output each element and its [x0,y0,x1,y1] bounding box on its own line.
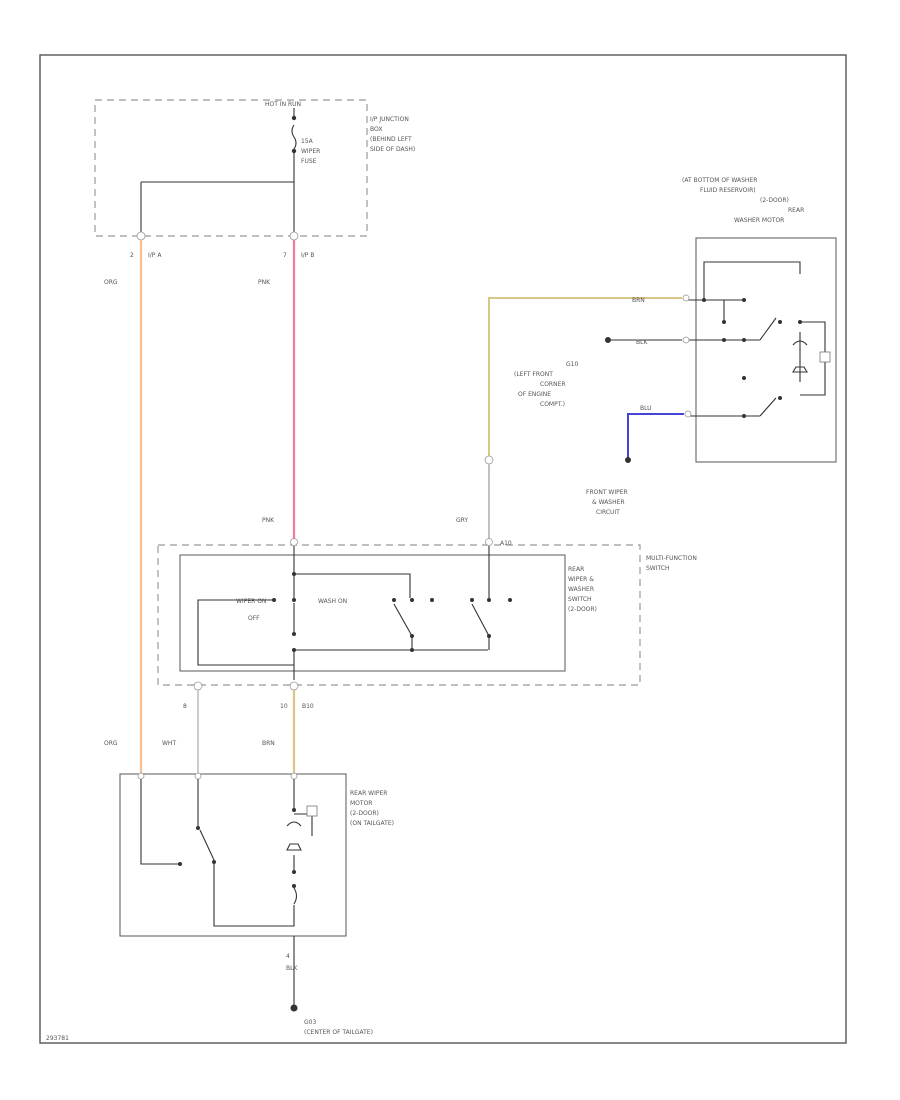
washer-motor-box [695,237,837,463]
rear-wiper-motor-label: REAR WIPER MOTOR (2-DOOR) (ON TAILGATE) [350,790,394,827]
wiper-fuse-label: 15A WIPER FUSE [301,138,320,165]
motor-conn-1 [137,772,145,780]
ip-junction-box-label: I/P JUNCTION BOX (BEHIND LEFT SIDE OF DA… [370,116,415,153]
rear-wiper-switch-label: REAR WIPER & WASHER SWITCH (2-DOOR) [568,566,597,613]
svg-text:(ON TAILGATE): (ON TAILGATE) [350,820,394,827]
svg-text:(2-DOOR): (2-DOOR) [568,606,597,613]
brn-wire-washer-label: BRN [632,297,645,304]
svg-text:(BEHIND LEFT: (BEHIND LEFT [370,136,412,143]
svg-text:REAR: REAR [788,207,804,214]
blu-wire-label: BLU [640,405,652,412]
blk-wire-washer-label: BLK [636,339,648,346]
diagram-frame [39,54,847,1044]
switch-pin-10-label: 10 [280,703,288,710]
front-wiper-circuit-arrow [625,457,631,463]
g10-ground-label: G10 (LEFT FRONT CORNER OF ENGINE COMPT.) [514,361,578,408]
switch-pin-b10-label: B10 [302,703,314,710]
rear-wiper-switch-box [179,554,566,672]
svg-text:COMPT.): COMPT.) [540,401,565,408]
svg-text:MULTI-FUNCTION: MULTI-FUNCTION [646,555,697,562]
ip-junction-box-outline [94,99,368,237]
multifunction-switch-label: MULTI-FUNCTION SWITCH [646,555,697,572]
svg-text:REAR: REAR [568,566,584,573]
svg-text:MOTOR: MOTOR [350,800,372,807]
svg-text:WIPER &: WIPER & [568,576,594,583]
ipa-connector [136,231,146,241]
ipb-pin: 7 [283,252,287,259]
front-wiper-circuit-label: FRONT WIPER & WASHER CIRCUIT [586,489,628,516]
g03-ground-label: G03 (CENTER OF TAILGATE) [304,1019,373,1036]
switch-wash-on-label: WASH ON [318,598,347,605]
svg-text:I/P JUNCTION: I/P JUNCTION [370,116,409,123]
svg-text:(AT BOTTOM OF WASHER: (AT BOTTOM OF WASHER [682,177,757,184]
svg-text:SIDE OF DASH): SIDE OF DASH) [370,146,415,153]
ipb-name: I/P B [301,252,314,259]
brn-wire-motor-label: BRN [262,740,275,747]
wht-wire-label: WHT [162,740,176,747]
ipa-pin: 2 [130,252,134,259]
svg-text:(2-DOOR): (2-DOOR) [760,197,789,204]
rear-wiper-motor-internals [140,779,318,1005]
ipb-connector [289,231,299,241]
switch-pin-10 [289,681,299,691]
washer-conn-3 [684,410,692,418]
washer-conn-1 [682,294,690,302]
svg-text:WASHER MOTOR: WASHER MOTOR [734,217,784,224]
svg-text:CORNER: CORNER [540,381,566,388]
svg-text:CIRCUIT: CIRCUIT [596,509,620,516]
svg-text:& WASHER: & WASHER [592,499,625,506]
switch-pin-8-label: 8 [183,703,187,710]
switch-internals [197,546,512,680]
switch-pin-8 [193,681,203,691]
washer-conn-2 [682,336,690,344]
diagram-id: 293781 [46,1035,69,1042]
svg-text:(LEFT FRONT: (LEFT FRONT [514,371,553,378]
g10-ground-point [605,337,611,343]
svg-text:(2-DOOR): (2-DOOR) [350,810,379,817]
svg-text:G03: G03 [304,1019,316,1026]
washer-motor-internals [688,261,831,418]
motor-conn-3 [290,772,298,780]
svg-text:15A: 15A [301,138,314,145]
blk-wire-ground-label: BLK [286,965,298,972]
rear-wiper-motor-box [119,773,347,937]
washer-motor-label: (AT BOTTOM OF WASHER FLUID RESERVOIR) (2… [682,177,804,224]
svg-text:FUSE: FUSE [301,158,317,165]
svg-text:FLUID RESERVOIR): FLUID RESERVOIR) [700,187,756,194]
brn-gry-junction [484,455,494,465]
pnk-wire-label-bottom: PNK [262,517,275,524]
wiper-fuse [291,108,297,232]
blu-wire [627,413,684,460]
gry-wire-label: GRY [456,517,468,524]
ipa-name: I/P A [148,252,162,259]
svg-text:OF ENGINE: OF ENGINE [518,391,551,398]
ground-pin-label: 4 [286,953,290,960]
switch-pin-gry [485,538,493,546]
brn-wire-washer [488,297,682,456]
svg-text:BOX: BOX [370,126,382,133]
org-wire-label-bottom: ORG [104,740,118,747]
svg-text:WIPER: WIPER [301,148,320,155]
pnk-wire-label-top: PNK [258,279,271,286]
motor-conn-2 [194,772,202,780]
multifunction-switch-outline [157,544,641,686]
switch-pin-a10: A10 [500,540,512,547]
switch-wiper-on-label: WIPER ON [236,598,266,605]
svg-text:SWITCH: SWITCH [646,565,670,572]
hot-in-run-label: HOT IN RUN [265,101,301,108]
switch-off-label: OFF [248,615,260,622]
org-wire-label-top: ORG [104,279,118,286]
svg-text:SWITCH: SWITCH [568,596,592,603]
svg-text:REAR WIPER: REAR WIPER [350,790,387,797]
svg-text:FRONT WIPER: FRONT WIPER [586,489,628,496]
switch-pin-pnk [290,538,298,546]
svg-text:G10: G10 [566,361,578,368]
g03-ground-point [290,1004,298,1012]
svg-text:(CENTER OF TAILGATE): (CENTER OF TAILGATE) [304,1029,373,1036]
svg-text:WASHER: WASHER [568,586,594,593]
